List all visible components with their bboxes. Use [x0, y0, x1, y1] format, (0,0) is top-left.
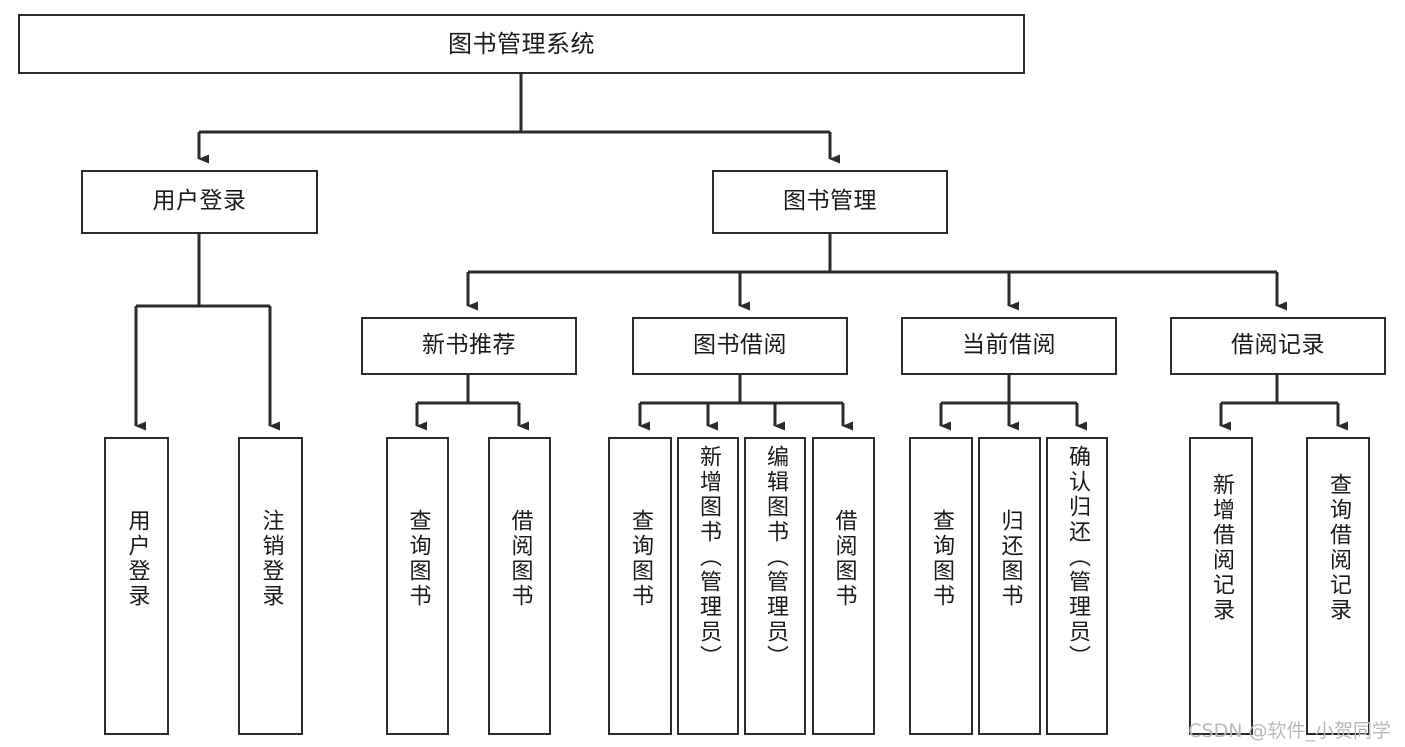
node-book-management-label: 图书管理: [783, 188, 877, 215]
node-leaf-query-book-newbook[interactable]: 查询图书: [386, 437, 449, 735]
node-book-borrow-label: 图书借阅: [693, 332, 787, 359]
node-leaf-add-borrow-record[interactable]: 新增借阅记录: [1189, 437, 1253, 735]
node-current-borrow-label: 当前借阅: [962, 332, 1056, 359]
node-current-borrow[interactable]: 当前借阅: [901, 317, 1117, 375]
node-leaf-add-book-admin-label: 新增图书（管理员）: [696, 445, 721, 670]
node-root-book-management-system[interactable]: 图书管理系统: [18, 14, 1025, 74]
node-leaf-logout[interactable]: 注销登录: [238, 437, 303, 735]
node-user-login-label: 用户登录: [152, 188, 247, 215]
node-leaf-borrow-book[interactable]: 借阅图书: [812, 437, 875, 735]
node-borrow-record[interactable]: 借阅记录: [1170, 317, 1386, 375]
node-leaf-query-book-borrow[interactable]: 查询图书: [608, 437, 672, 735]
node-user-login[interactable]: 用户登录: [81, 170, 318, 234]
node-new-book-recommend-label: 新书推荐: [422, 332, 516, 359]
node-leaf-query-book-newbook-label: 查询图书: [405, 509, 431, 609]
node-leaf-add-borrow-record-label: 新增借阅记录: [1209, 473, 1234, 623]
node-leaf-edit-book-admin[interactable]: 编辑图书（管理员）: [744, 437, 806, 735]
node-leaf-borrow-book-newbook-label: 借阅图书: [507, 509, 533, 609]
node-new-book-recommend[interactable]: 新书推荐: [361, 317, 577, 375]
node-leaf-user-login-label: 用户登录: [124, 509, 150, 609]
node-book-management[interactable]: 图书管理: [712, 170, 948, 234]
node-leaf-confirm-return-admin[interactable]: 确认归还（管理员）: [1046, 437, 1108, 735]
node-leaf-query-borrow-record-label: 查询借阅记录: [1326, 473, 1351, 623]
node-leaf-borrow-book-label: 借阅图书: [831, 509, 857, 609]
watermark-text: CSDN @软件_小贺同学: [1188, 720, 1391, 742]
node-root-label: 图书管理系统: [448, 29, 595, 58]
node-leaf-return-book-label: 归还图书: [997, 509, 1023, 609]
node-leaf-query-borrow-record[interactable]: 查询借阅记录: [1306, 437, 1370, 735]
node-leaf-return-book[interactable]: 归还图书: [978, 437, 1041, 735]
node-leaf-query-book-borrow-label: 查询图书: [628, 509, 653, 609]
node-borrow-record-label: 借阅记录: [1231, 332, 1325, 359]
node-book-borrow[interactable]: 图书借阅: [632, 317, 848, 375]
node-leaf-add-book-admin[interactable]: 新增图书（管理员）: [677, 437, 739, 735]
node-leaf-logout-label: 注销登录: [258, 509, 284, 609]
node-leaf-query-book-current-label: 查询图书: [929, 509, 954, 609]
node-leaf-borrow-book-newbook[interactable]: 借阅图书: [488, 437, 551, 735]
node-leaf-user-login[interactable]: 用户登录: [104, 437, 169, 735]
node-leaf-query-book-current[interactable]: 查询图书: [909, 437, 973, 735]
node-leaf-confirm-return-admin-label: 确认归还（管理员）: [1065, 445, 1090, 670]
node-leaf-edit-book-admin-label: 编辑图书（管理员）: [763, 445, 788, 670]
